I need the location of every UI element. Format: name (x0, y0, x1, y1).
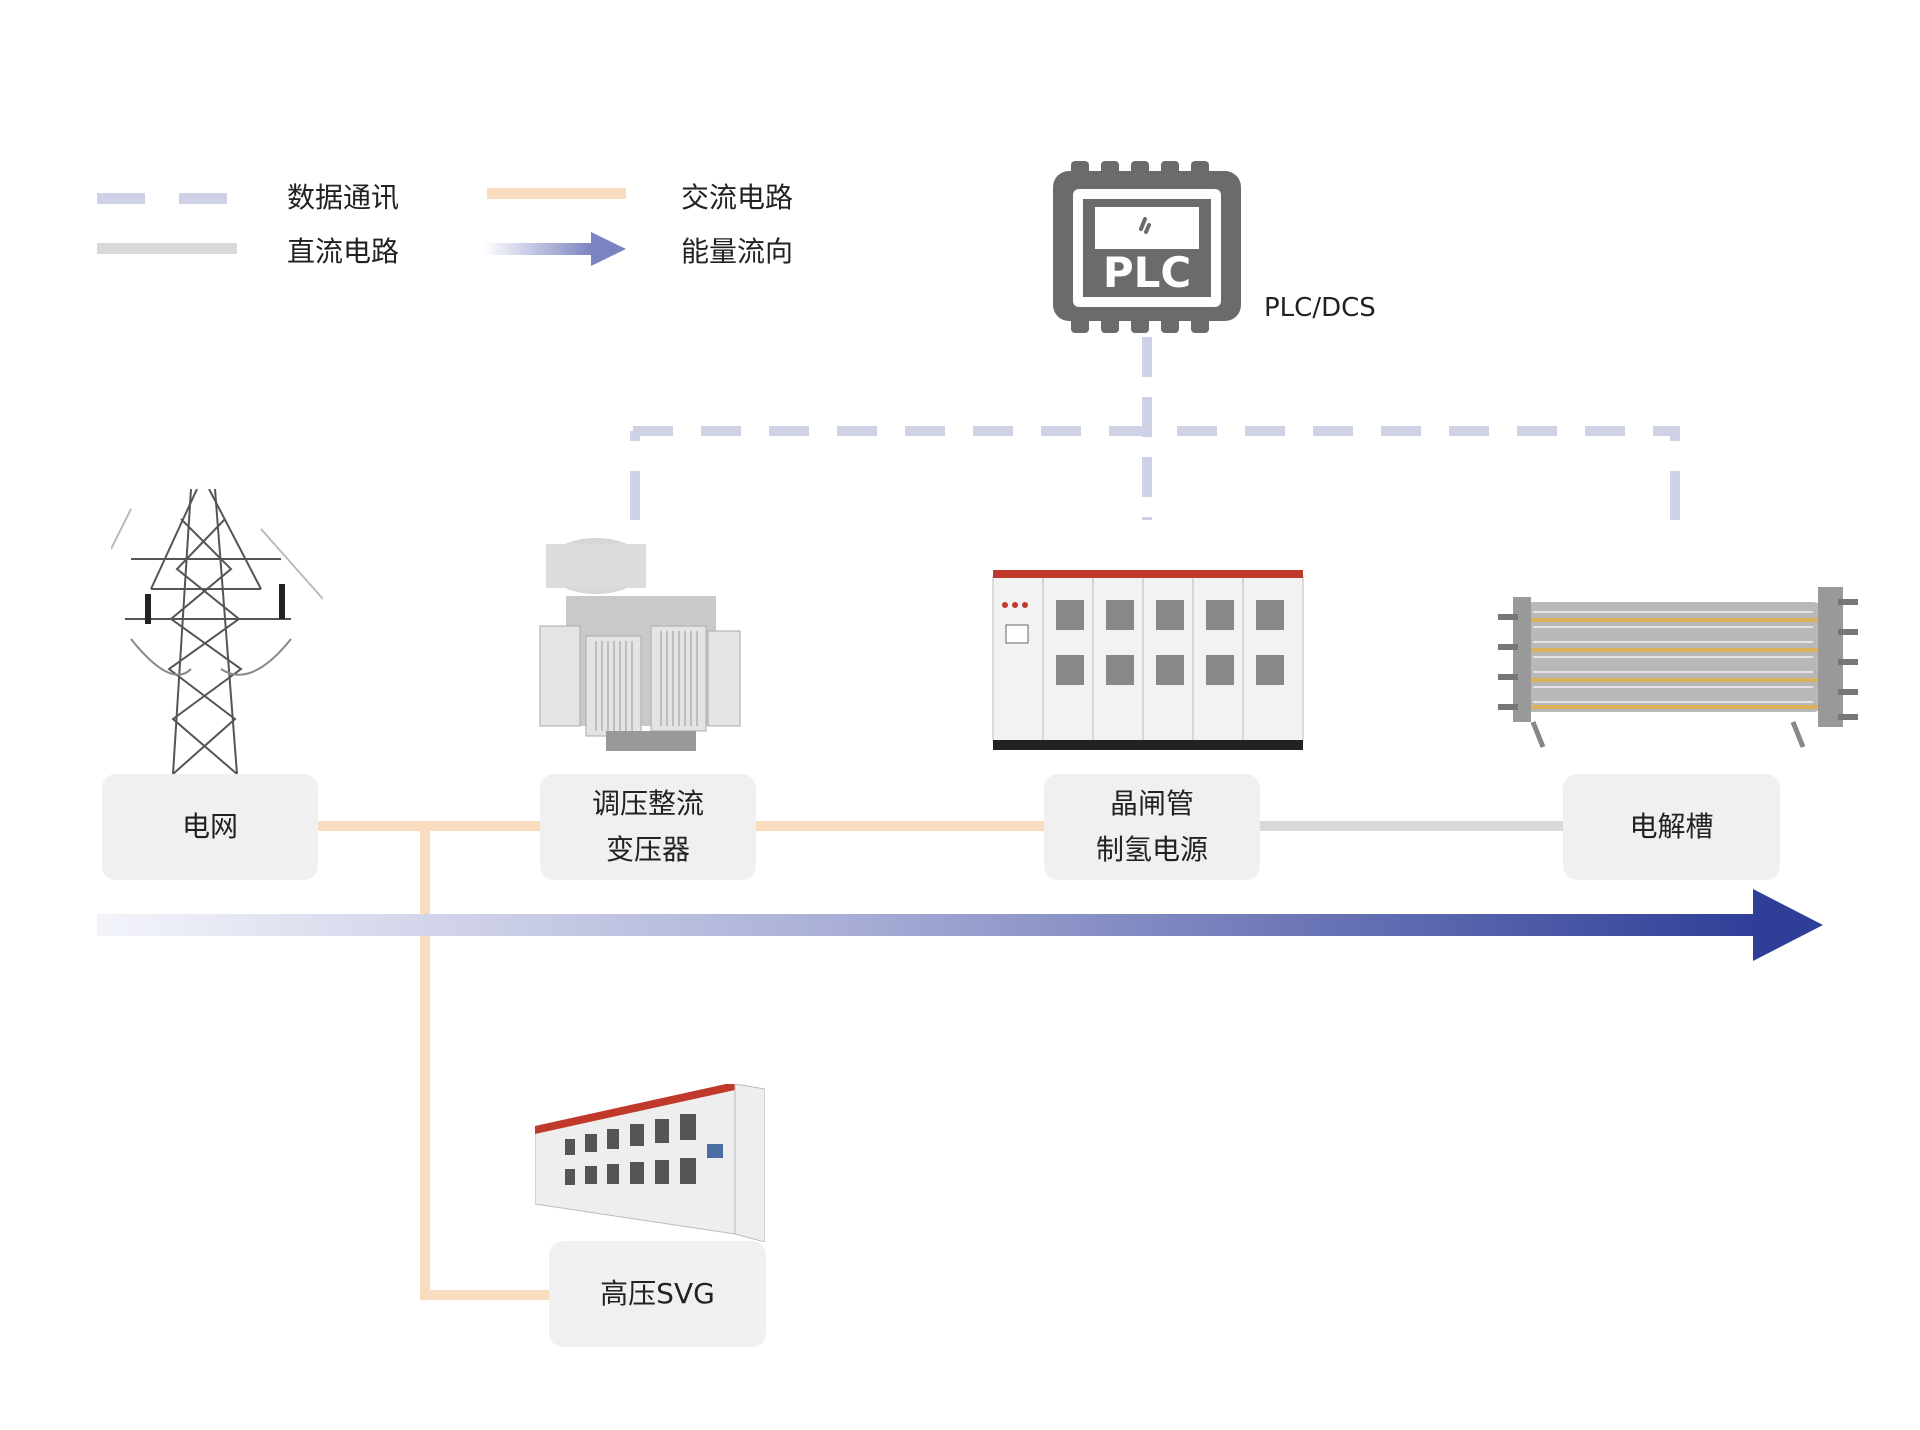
node-electrolyzer: 电解槽 (1563, 774, 1780, 880)
ac-line-branch-vertical (420, 821, 430, 1300)
legend-energy-arrow-icon (483, 232, 626, 266)
legend-data-comm-swatch (97, 193, 227, 204)
legend-data-comm-label: 数据通讯 (287, 181, 400, 214)
node-grid: 电网 (102, 774, 318, 880)
ac-line-branch-svg (420, 1290, 549, 1300)
electrolyzer-image (1498, 587, 1858, 748)
energy-flow-arrow-icon (97, 889, 1823, 961)
node-svg: 高压SVG (549, 1241, 766, 1347)
power-tower-image (111, 489, 323, 774)
legend-dc-label: 直流电路 (287, 235, 400, 268)
data-line-transformer (630, 431, 640, 520)
data-line-electrolyzer (1670, 431, 1680, 520)
legend-energy-label: 能量流向 (681, 235, 794, 268)
plc-chip-text: PLC (1102, 248, 1192, 297)
plc-chip-icon (1053, 161, 1241, 333)
node-transformer: 调压整流 变压器 (540, 774, 756, 880)
data-line-bus (633, 426, 1680, 436)
legend-ac-label: 交流电路 (681, 181, 794, 214)
dc-line-thyristor-electrolyzer (1260, 821, 1563, 831)
thyristor-cabinet-image (992, 570, 1304, 750)
node-thyristor-power: 晶闸管 制氢电源 (1044, 774, 1260, 880)
legend-ac-swatch (487, 188, 626, 199)
plc-label: PLC/DCS (1264, 293, 1376, 323)
ac-line-transformer-thyristor (756, 821, 1044, 831)
transformer-image (539, 538, 741, 751)
svg-cabinet-image (535, 1084, 765, 1242)
legend-dc-swatch (97, 243, 237, 254)
